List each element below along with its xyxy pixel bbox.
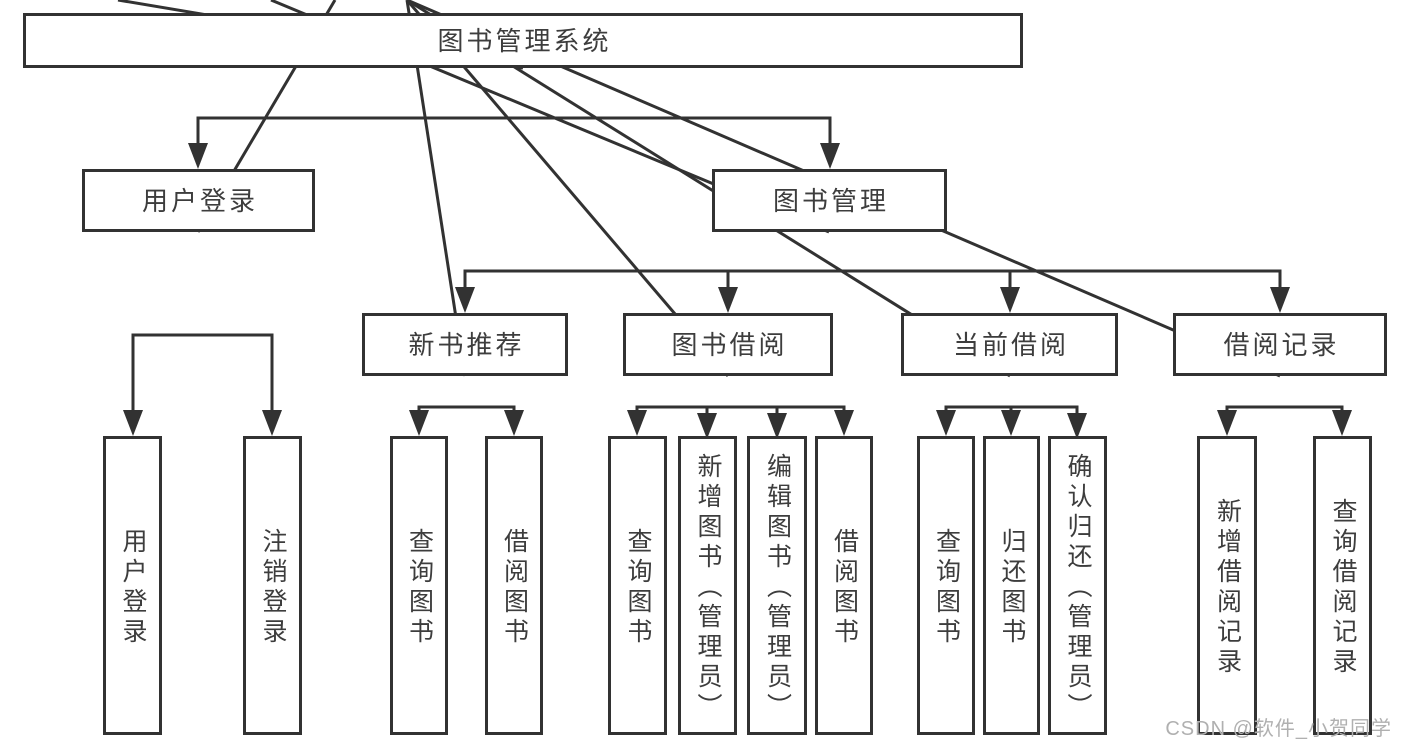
leaf-records-query-record: 查询借阅记录: [1313, 436, 1372, 735]
leaf-borrow-edit-book-admin: 编辑图书（管理员）: [747, 436, 807, 735]
leaf-recommend-query-books-label: 查询图书: [405, 528, 434, 648]
leaf-current-query-books: 查询图书: [917, 436, 975, 735]
leaf-borrow-query-books: 查询图书: [608, 436, 667, 735]
node-root-label: 图书管理系统: [437, 25, 612, 56]
node-user-login-label: 用户登录: [141, 185, 258, 216]
leaf-recommend-borrow-books-label: 借阅图书: [500, 528, 529, 648]
leaf-borrow-query-books-label: 查询图书: [624, 528, 652, 648]
leaf-current-confirm-return-admin-label: 确认归还（管理员）: [1064, 453, 1092, 723]
leaf-user-login: 用户登录: [103, 436, 162, 735]
leaf-borrow-borrow-books: 借阅图书: [815, 436, 873, 735]
leaf-records-add-record-label: 新增借阅记录: [1213, 498, 1242, 678]
node-user-login: 用户登录: [82, 169, 315, 232]
node-borrow-records: 借阅记录: [1173, 313, 1387, 376]
node-current-borrow-label: 当前借阅: [952, 329, 1069, 360]
node-new-book-recommend: 新书推荐: [362, 313, 568, 376]
csdn-watermark: CSDN @软件_小贺同学: [1165, 718, 1392, 740]
leaf-user-login-label: 用户登录: [119, 528, 147, 648]
leaf-borrow-add-book-admin: 新增图书（管理员）: [678, 436, 737, 735]
leaf-borrow-borrow-books-label: 借阅图书: [830, 528, 859, 648]
leaf-recommend-borrow-books: 借阅图书: [485, 436, 543, 735]
node-new-book-recommend-label: 新书推荐: [408, 329, 525, 360]
leaf-logout-label: 注销登录: [259, 528, 287, 648]
leaf-current-return-books: 归还图书: [983, 436, 1040, 735]
leaf-logout: 注销登录: [243, 436, 302, 735]
node-book-management-label: 图书管理: [772, 185, 889, 216]
leaf-recommend-query-books: 查询图书: [390, 436, 448, 735]
leaf-borrow-edit-book-admin-label: 编辑图书（管理员）: [763, 453, 792, 723]
leaf-current-return-books-label: 归还图书: [998, 528, 1026, 648]
node-current-borrow: 当前借阅: [901, 313, 1118, 376]
node-book-management: 图书管理: [712, 169, 947, 232]
leaf-current-confirm-return-admin: 确认归还（管理员）: [1048, 436, 1107, 735]
node-book-borrow: 图书借阅: [623, 313, 833, 376]
leaf-records-add-record: 新增借阅记录: [1197, 436, 1257, 735]
node-borrow-records-label: 借阅记录: [1223, 329, 1340, 360]
leaf-current-query-books-label: 查询图书: [932, 528, 961, 648]
leaf-borrow-add-book-admin-label: 新增图书（管理员）: [694, 453, 722, 723]
leaf-records-query-record-label: 查询借阅记录: [1329, 498, 1357, 678]
node-book-borrow-label: 图书借阅: [671, 329, 788, 360]
node-root: 图书管理系统: [23, 13, 1023, 68]
